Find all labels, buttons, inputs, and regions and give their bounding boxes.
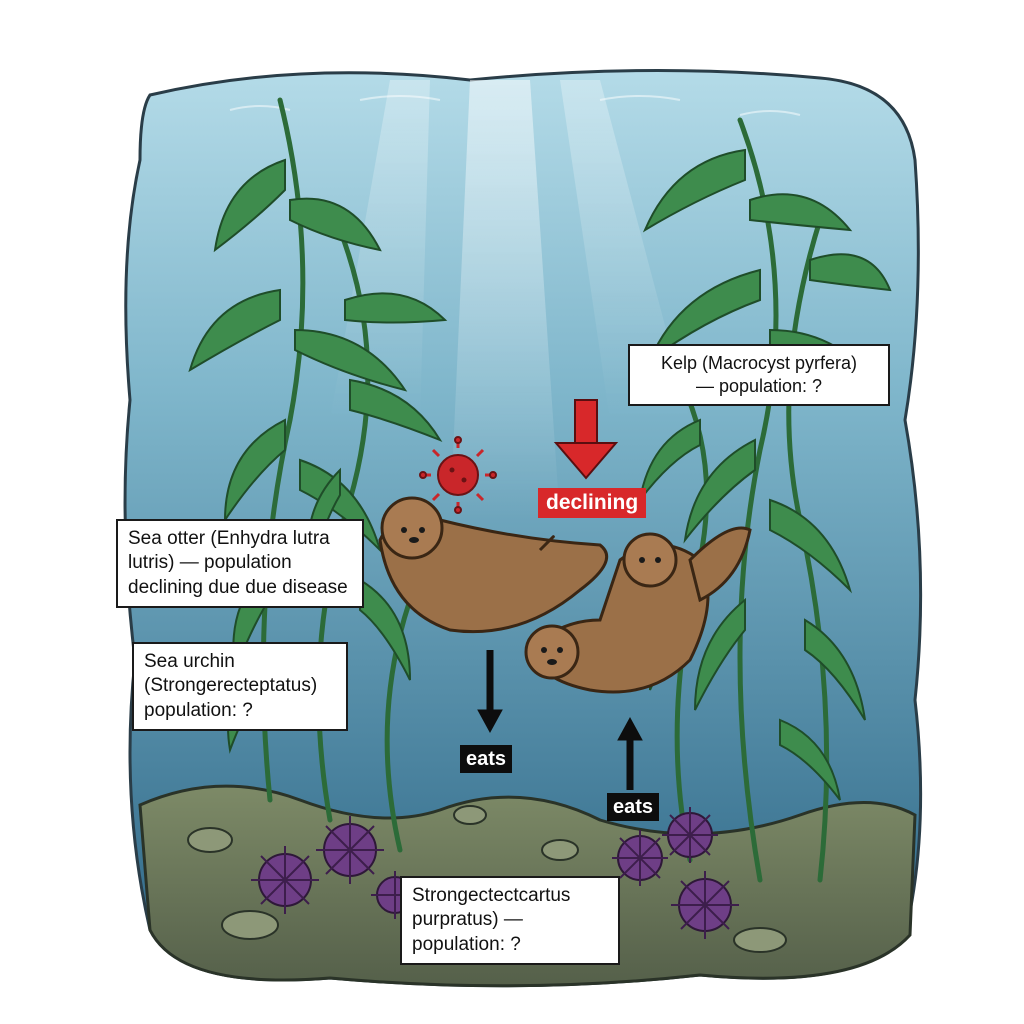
kelp-label-line1: Kelp (Macrocyst pyrfera) [660,353,858,373]
sea-otter [378,496,609,634]
sea-urchin-bottom-label-line1: Strongectectcartus [412,885,571,906]
sea-otter-label-line3: declining due due disease [128,576,348,598]
sea-otter-label: Sea otter (Enhydra lutra lutris) — popul… [116,519,364,608]
eats-arrow-down [477,650,503,734]
sea-urchin [251,846,319,914]
sea-urchin-bottom-label: Strongectectcartus purpratus) — populati… [400,876,620,965]
sea-otter-label-line2: lutris) — population [128,552,292,574]
seafloor-rocks [187,805,787,953]
sea-otter [524,526,752,694]
sea-urchin [612,830,668,886]
kelp-right-blades [639,148,892,801]
sea-urchin [662,807,718,863]
sea-urchin [316,816,384,884]
eats-down-tag: eats [460,745,513,773]
sea-urchin-bottom-label-line2: purpratus) — [412,909,523,931]
kelp-label: Kelp (Macrocyst pyrfera) — population: ? [628,344,890,407]
kelp-label-line2: — population: ? [695,376,823,397]
sea-urchin-label-line1: Sea urchin [144,651,235,672]
up-arrow-icon [617,716,643,790]
down-arrow-icon [553,399,619,480]
sea-urchin [671,871,739,939]
sea-urchin-cluster [251,807,739,939]
virus-icon [419,436,497,514]
sea-urchin-label: Sea urchin (Strongerecteptatus) populati… [132,642,348,731]
sea-urchin-label-line2: (Strongerecteptatus) [144,675,318,697]
declining-tag: declining [538,488,647,518]
eats-up-tag: eats [607,793,660,821]
sea-otter-label-line1: Sea otter (Enhydra lutra [128,528,330,549]
sea-urchin-bottom-label-line3: population: ? [412,933,521,955]
surface-ripples [229,95,801,116]
sea-urchin-label-line3: population: ? [144,699,253,721]
